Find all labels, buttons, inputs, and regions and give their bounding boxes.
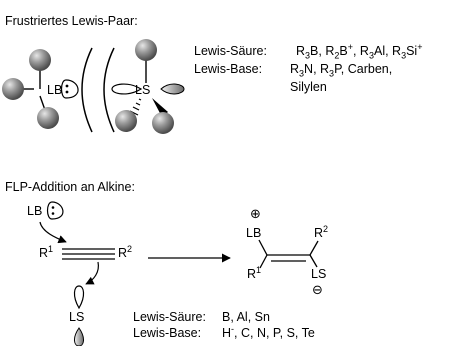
alkyne-reactant <box>39 201 115 346</box>
positive-charge-symbol: ⊕ <box>250 206 261 221</box>
lewis-base-label: LB <box>47 83 63 97</box>
lewis-base-definition-label: Lewis-Base: <box>194 62 263 76</box>
negative-charge-symbol: ⊖ <box>312 282 323 297</box>
bracket-right <box>103 47 115 133</box>
reactant-lewis-acid-label: LS <box>69 310 85 324</box>
lewis-base-definition-line2: Silylen <box>290 80 327 94</box>
empty-orbital-lobe <box>73 285 85 310</box>
section-title-frustrated-lewis-pair: Frustriertes Lewis-Paar: <box>5 14 138 28</box>
lewis-base-molecule <box>2 49 79 129</box>
substituent-sphere <box>115 110 137 132</box>
substituent-sphere <box>29 49 51 71</box>
lewis-acid-molecule <box>111 39 185 134</box>
substituent-sphere <box>135 39 157 61</box>
lewis-base-scope-value: H-, C, N, P, S, Te <box>222 323 315 340</box>
reactant-lewis-base-label: LB <box>27 204 43 218</box>
lewis-base-scope-label: Lewis-Base: <box>133 326 202 340</box>
lewis-acid-scope-value: B, Al, Sn <box>222 310 270 324</box>
substituent-r2-reactant: R2 <box>118 243 133 260</box>
substituent-r1-reactant: R1 <box>39 243 54 260</box>
product-lewis-acid-label: LS <box>311 267 327 281</box>
substituent-sphere <box>2 78 24 100</box>
curved-arrow <box>85 261 99 285</box>
lone-pair-lobe <box>60 79 79 99</box>
substituent-sphere <box>37 107 59 129</box>
lewis-acid-definition-value: R3B, R2B+, R3Al, R3Si+ <box>296 41 423 61</box>
substituent-sphere <box>152 112 174 134</box>
lewis-base-definition-value: R3N, R3P, Carben, <box>290 62 393 79</box>
empty-orbital-lobe-shaded <box>160 83 185 95</box>
alkene-product <box>258 239 319 269</box>
product-lewis-base-label: LB <box>246 226 262 240</box>
curved-arrow <box>39 221 67 244</box>
lewis-acid-scope-label: Lewis-Säure: <box>133 310 206 324</box>
empty-orbital-lobe <box>111 83 143 95</box>
substituent-r2-product: R2 <box>314 223 329 240</box>
empty-orbital-lobe-shaded <box>74 327 84 346</box>
lewis-acid-definition-label: Lewis-Säure: <box>194 44 267 58</box>
bracket-left <box>81 47 93 133</box>
lone-pair-lobe <box>46 201 64 220</box>
substituent-r1-product: R1 <box>247 264 262 281</box>
lewis-acid-label: LS <box>135 83 151 97</box>
section-title-flp-addition: FLP-Addition an Alkine: <box>5 180 135 194</box>
